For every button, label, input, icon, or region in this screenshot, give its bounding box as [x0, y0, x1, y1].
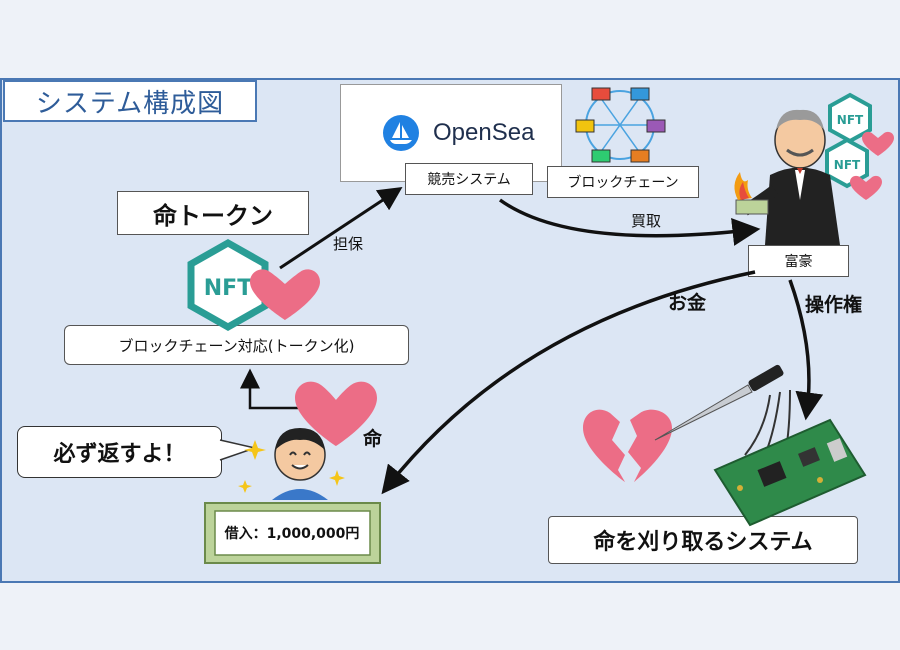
svg-text:NFT: NFT: [834, 158, 861, 172]
reaper-system-box: 命を刈り取るシステム: [548, 516, 858, 564]
broken-heart-icon: [583, 409, 672, 482]
life-heart-icon: [295, 381, 377, 446]
blockchain-support-box: ブロックチェーン対応(トークン化): [64, 325, 409, 365]
circuit-board-icon: [713, 418, 867, 527]
loan-banknote: 借入：1,000,000円: [204, 502, 381, 564]
tokenize-arrow: [240, 368, 305, 410]
rich-man-illustration: [742, 109, 840, 245]
promise-speech-bubble: 必ず返すよ！: [17, 426, 222, 478]
money-label: お金: [668, 292, 707, 314]
small-heart-icon: [862, 131, 894, 156]
money-arrow: [381, 270, 756, 495]
opensea-logo-text: OpenSea: [433, 119, 535, 146]
sparkle-icon: [238, 440, 345, 493]
svg-text:NFT: NFT: [837, 113, 864, 127]
purchase-label: 買取: [631, 212, 662, 230]
loan-amount-text: 借入：1,000,000円: [224, 525, 360, 542]
nft-hexagon-text: NFT: [204, 276, 252, 301]
life-label: 命: [363, 428, 383, 450]
person-illustration: [272, 428, 328, 500]
nft-hexagon-icon: NFT: [187, 238, 269, 332]
collateral-label: 担保: [333, 235, 364, 253]
blockchain-network-icon: [575, 87, 666, 163]
auction-system-box: 競売システム: [405, 163, 533, 195]
control-label: 操作権: [805, 294, 863, 316]
knife-icon: [654, 364, 784, 441]
collateral-arrow: [279, 187, 403, 270]
rich-box: 富豪: [748, 245, 849, 277]
burning-money-icon: [734, 172, 769, 215]
opensea-logo-icon: [383, 115, 419, 151]
control-arrow: [788, 279, 824, 421]
nft-hexagon-small-icon: NFT NFT: [825, 92, 872, 189]
diagram-title: システム構成図: [3, 80, 257, 122]
purchase-arrow: [498, 198, 761, 246]
blockchain-box: ブロックチェーン: [547, 166, 699, 198]
token-heart-icon: [250, 269, 320, 320]
life-token-box: 命トークン: [117, 191, 309, 235]
small-heart-icon-2: [850, 175, 882, 200]
